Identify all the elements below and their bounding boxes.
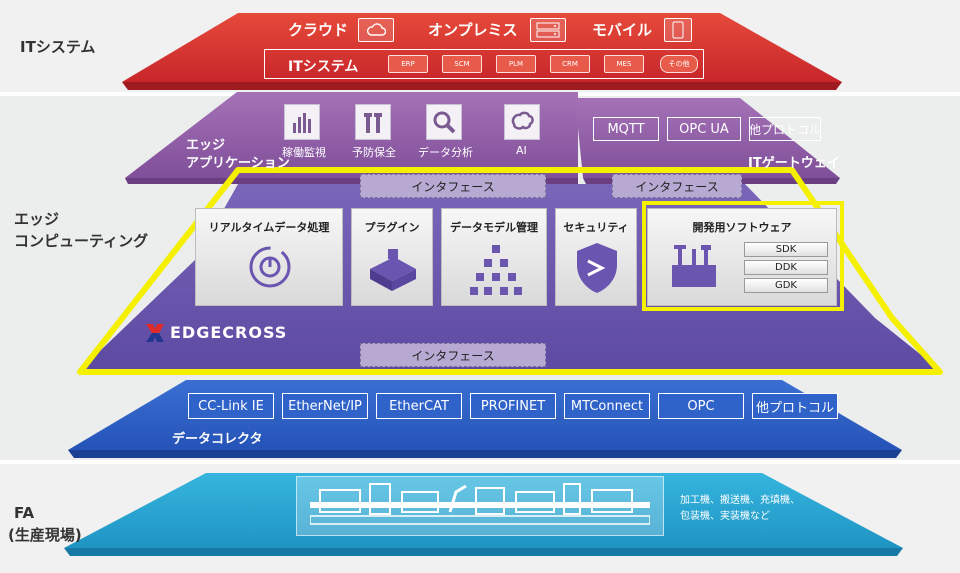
data-collector-title: データコレクタ bbox=[172, 432, 263, 447]
collector-protocol-ethernetip: EtherNet/IP bbox=[282, 393, 368, 419]
maintenance-icon bbox=[355, 104, 391, 140]
card-plugin-title: プラグイン bbox=[364, 221, 420, 234]
it-system-row bbox=[264, 49, 704, 79]
collector-protocol-cclink: CC-Link IE bbox=[188, 393, 274, 419]
mobile-icon bbox=[664, 18, 692, 42]
kit-gdk: GDK bbox=[744, 278, 828, 293]
label-it-system: ITシステム bbox=[20, 38, 96, 56]
gateway-protocol-mqtt: MQTT bbox=[593, 117, 659, 141]
app-label-ai: AI bbox=[516, 144, 527, 157]
dev-software-highlight bbox=[642, 201, 844, 311]
it-cloud-label: クラウド bbox=[288, 21, 349, 39]
plm-icon: PLM bbox=[496, 55, 536, 73]
label-fa-line1: FA bbox=[14, 504, 35, 522]
ai-brain-icon bbox=[504, 104, 540, 140]
card-security-title: セキュリティ bbox=[563, 221, 629, 234]
gateway-protocol-opcua: OPC UA bbox=[667, 117, 741, 141]
mes-icon: MES bbox=[604, 55, 644, 73]
card-datamodel-title: データモデル管理 bbox=[450, 221, 538, 234]
gateway-protocol-other: 他プロトコル bbox=[749, 117, 821, 141]
plugin-block-icon bbox=[370, 249, 416, 291]
erp-icon: ERP bbox=[388, 55, 428, 73]
it-gateway-layer-shape bbox=[575, 98, 840, 178]
collector-protocol-ethercat: EtherCAT bbox=[376, 393, 462, 419]
card-plugin: プラグイン bbox=[351, 208, 433, 306]
analysis-icon bbox=[426, 104, 462, 140]
collector-protocol-profinet: PROFINET bbox=[470, 393, 556, 419]
card-dev-software: 開発用ソフトウェア SDK DDK GDK bbox=[647, 208, 837, 306]
edgecross-highlight-outline bbox=[77, 167, 943, 375]
edgecross-logo-icon bbox=[146, 324, 164, 342]
interface-gateway: インタフェース bbox=[612, 174, 742, 198]
app-label-monitoring: 稼働監視 bbox=[282, 146, 326, 159]
card-realtime-title: リアルタイムデータ処理 bbox=[208, 221, 330, 234]
scm-icon: SCM bbox=[442, 55, 482, 73]
hierarchy-icon bbox=[470, 245, 522, 295]
app-label-analysis: データ分析 bbox=[418, 146, 473, 159]
edge-app-title-line1: エッジ bbox=[186, 138, 226, 153]
card-dev-software-title: 開発用ソフトウェア bbox=[692, 221, 792, 234]
it-system-row-label: ITシステム bbox=[288, 59, 359, 75]
app-label-maintenance: 予防保全 bbox=[352, 146, 396, 159]
label-fa-line2: (生産現場) bbox=[8, 526, 82, 544]
realtime-clock-icon bbox=[249, 246, 291, 288]
kit-ddk: DDK bbox=[744, 260, 828, 275]
shield-icon bbox=[577, 243, 617, 293]
edgecross-logo-text: EDGECROSS bbox=[170, 323, 288, 342]
factory-line-icon bbox=[310, 483, 650, 525]
other-system-icon: その他 bbox=[660, 55, 698, 73]
collector-protocol-other: 他プロトコル bbox=[752, 393, 838, 419]
fa-machines-line1: 加工機、搬送機、充填機、 bbox=[680, 495, 800, 506]
label-edge-line2: コンピューティング bbox=[14, 232, 149, 250]
collector-protocol-opc: OPC bbox=[658, 393, 744, 419]
it-onpremise-label: オンプレミス bbox=[428, 21, 518, 39]
card-datamodel: データモデル管理 bbox=[441, 208, 547, 306]
fa-layer-shape bbox=[64, 473, 903, 548]
cloud-icon bbox=[358, 18, 394, 42]
label-edge-line1: エッジ bbox=[14, 210, 60, 228]
edge-app-layer-shape bbox=[125, 92, 578, 178]
card-security: セキュリティ bbox=[555, 208, 637, 306]
collector-protocol-mtconnect: MTConnect bbox=[564, 393, 650, 419]
monitoring-icon bbox=[284, 104, 320, 140]
interface-top: インタフェース bbox=[360, 174, 546, 198]
it-gateway-title: ITゲートウェイ bbox=[748, 156, 840, 171]
toolbox-icon bbox=[672, 245, 716, 287]
fa-machines-line2: 包装機、実装機など bbox=[680, 511, 770, 522]
edge-app-title-line2: アプリケーション bbox=[186, 156, 290, 171]
kit-sdk: SDK bbox=[744, 242, 828, 257]
server-icon bbox=[530, 18, 566, 42]
card-realtime: リアルタイムデータ処理 bbox=[195, 208, 343, 306]
band-divider-2 bbox=[0, 460, 960, 464]
interface-bottom: インタフェース bbox=[360, 343, 546, 367]
it-mobile-label: モバイル bbox=[592, 21, 653, 39]
crm-icon: CRM bbox=[550, 55, 590, 73]
